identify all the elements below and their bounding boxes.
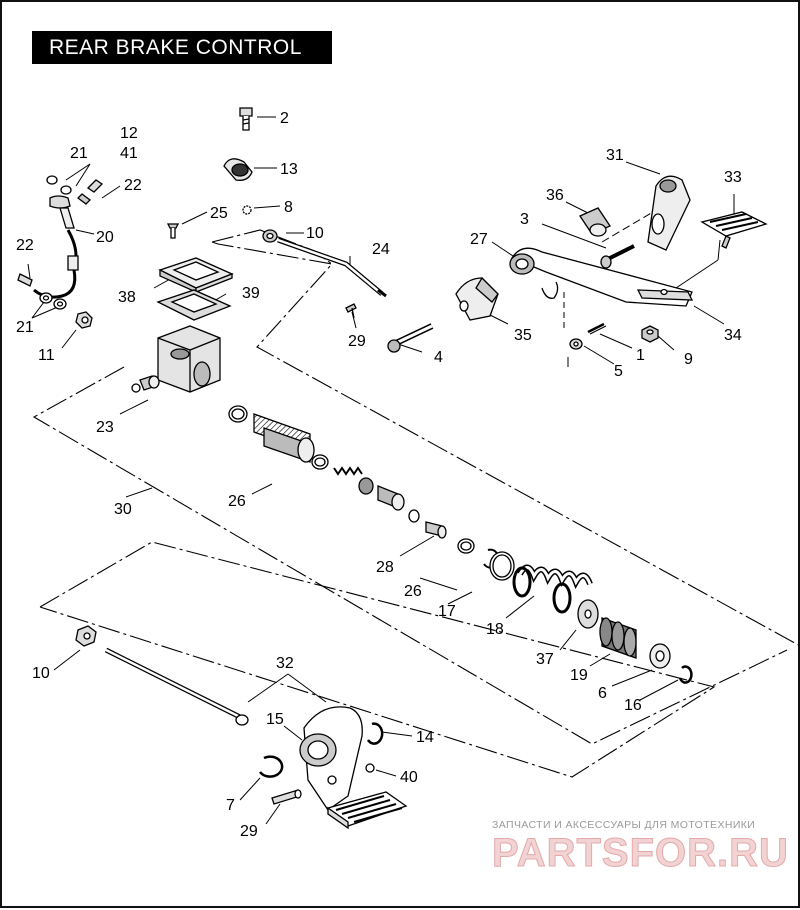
callout-18: 18: [486, 621, 504, 638]
callout-4: 4: [434, 349, 443, 366]
part-19-boot: [599, 617, 637, 659]
callout-22: 22: [124, 177, 142, 194]
callout-20: 20: [96, 229, 114, 246]
callout-6: 6: [598, 685, 607, 702]
part-6-washer: [649, 643, 671, 669]
callout-14: 14: [416, 729, 434, 746]
callout-5: 5: [614, 363, 623, 380]
part-brake-line: [17, 175, 104, 310]
callout-13: 13: [280, 161, 298, 178]
group-bracket-lower: [39, 541, 716, 778]
watermark-tagline: ЗАПЧАСТИ И АКСЕССУАРЫ ДЛЯ МОТОТЕХНИКИ: [492, 819, 755, 831]
part-25-screw: [166, 223, 180, 239]
part-29-pin-lower: [271, 789, 302, 805]
part-35-clevis: [455, 276, 499, 321]
callout-33: 33: [724, 169, 742, 186]
callout-21: 21: [70, 145, 88, 162]
callout-37: 37: [536, 651, 554, 668]
part-13-clamp: [223, 158, 253, 181]
callout-11: 11: [38, 347, 55, 364]
part-1-cotter-pin: [587, 322, 607, 335]
callout-26: 26: [404, 583, 422, 600]
part-7-ring: [259, 755, 284, 778]
part-26-seals: [457, 538, 500, 569]
part-11-nut: [75, 311, 93, 329]
watermark-brand: PARTSFOR.RU: [492, 831, 789, 875]
part-32-brake-pedal: [299, 706, 408, 830]
part-26-piston: [228, 405, 329, 470]
callout-8: 8: [284, 199, 293, 216]
part-4-bolt: [387, 323, 434, 353]
part-9-locknut: [641, 325, 659, 343]
part-18-spring: [512, 564, 593, 614]
callout-27: 27: [470, 231, 488, 248]
watermark: ЗАПЧАСТИ И АКСЕССУАРЫ ДЛЯ МОТОТЕХНИКИ PA…: [492, 819, 789, 876]
callout-40: 40: [400, 769, 418, 786]
callout-17: 17: [438, 603, 456, 620]
part-2-screw: [239, 107, 253, 131]
callout-10: 10: [306, 225, 324, 242]
callout-2: 2: [280, 110, 289, 127]
part-long-rod: [104, 647, 249, 726]
callout-39: 39: [242, 285, 260, 302]
callout-29: 29: [240, 823, 258, 840]
part-3-bolt: [600, 244, 635, 269]
part-master-cylinder: [157, 325, 221, 393]
callout-26: 26: [228, 493, 246, 510]
part-40-ball: [365, 763, 375, 773]
callout-31: 31: [606, 147, 624, 164]
leader-lines: [27, 116, 735, 825]
callout-3: 3: [520, 211, 529, 228]
part-29-pin-upper: [345, 303, 357, 319]
part-31-link: [647, 175, 691, 251]
part-8-washer: [242, 205, 252, 215]
callout-34: 34: [724, 327, 742, 344]
callout-1: 1: [636, 347, 645, 364]
part-5-washer: [569, 338, 583, 350]
callout-32: 32: [276, 655, 294, 672]
part-27-lever: [509, 247, 694, 307]
part-38-cover: [158, 257, 234, 294]
callout-23: 23: [96, 419, 114, 436]
part-37-washer: [577, 599, 599, 629]
part-17-ring: [489, 551, 515, 581]
part-24-pushrod: [277, 237, 387, 298]
callout-29: 29: [348, 333, 366, 350]
callout-10: 10: [32, 665, 50, 682]
callout-22: 22: [16, 237, 34, 254]
part-36-bushing: [579, 207, 611, 237]
callout-35: 35: [514, 327, 532, 344]
callout-41: 41: [120, 145, 138, 162]
part-39-gasket: [156, 289, 232, 321]
part-23-fitting: [131, 375, 160, 393]
part-10-nut-lower: [75, 625, 97, 647]
part-28-plunger: [408, 509, 447, 539]
part-16-clip: [678, 665, 693, 684]
callout-7: 7: [226, 797, 235, 814]
callout-24: 24: [372, 241, 390, 258]
callout-15: 15: [266, 711, 284, 728]
part-spring-small: [333, 466, 405, 511]
part-14-clip: [366, 722, 384, 745]
callout-19: 19: [570, 667, 588, 684]
callout-21: 21: [16, 319, 34, 336]
diagram-title: REAR BRAKE CONTROL: [32, 31, 332, 64]
callout-9: 9: [684, 351, 693, 368]
callout-12: 12: [120, 125, 138, 142]
callout-38: 38: [118, 289, 136, 306]
callout-30: 30: [114, 501, 132, 518]
callout-28: 28: [376, 559, 394, 576]
callout-25: 25: [210, 205, 228, 222]
part-10-nut-upper: [262, 229, 278, 243]
callout-16: 16: [624, 697, 642, 714]
callout-36: 36: [546, 187, 564, 204]
part-33-footpeg: [700, 211, 768, 249]
